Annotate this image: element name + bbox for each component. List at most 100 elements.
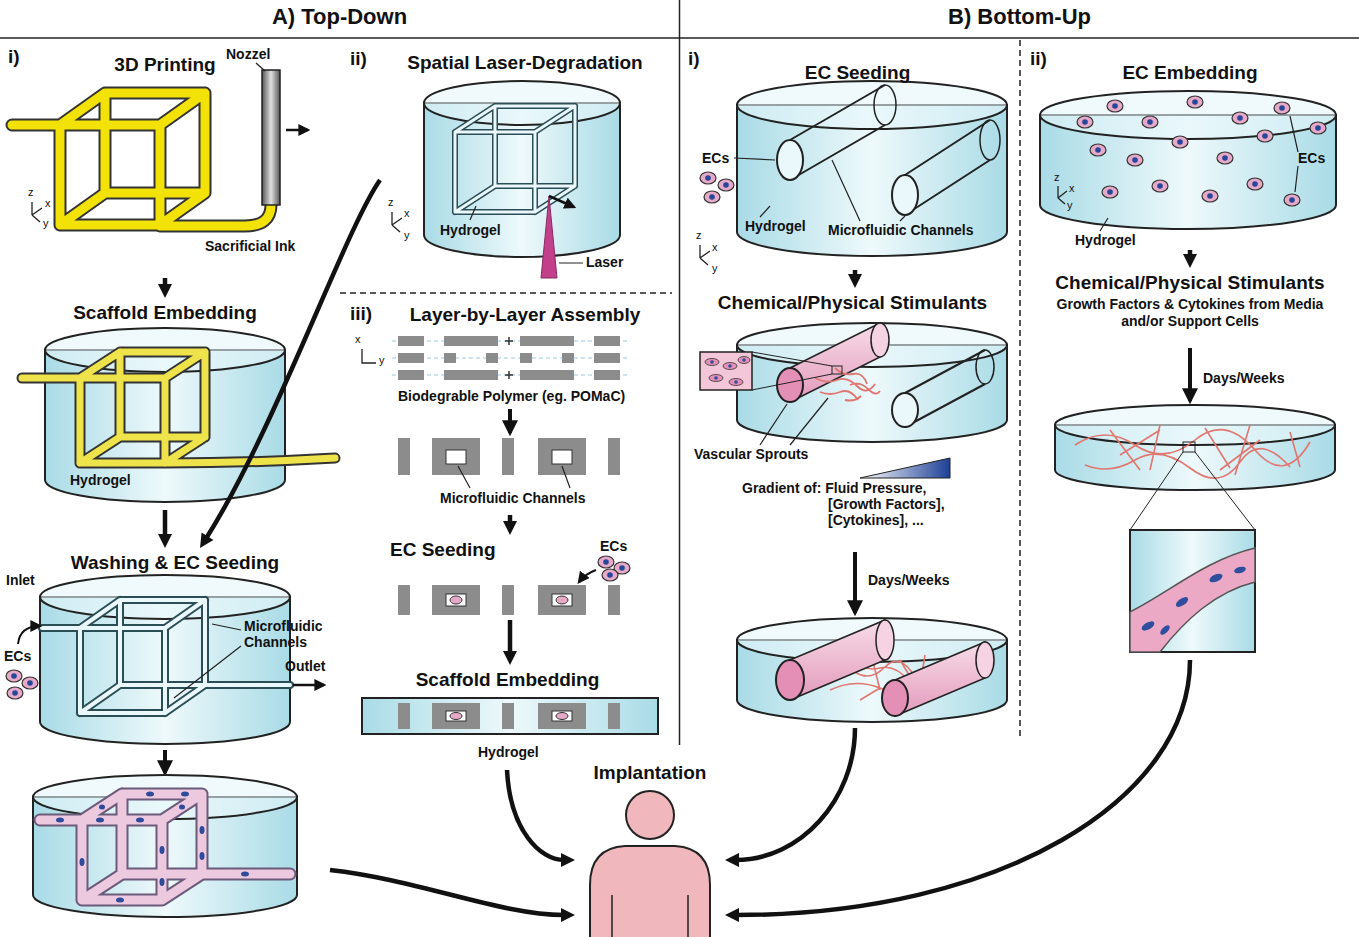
connector-line [736, 660, 1190, 915]
network-gel [1130, 452, 1255, 530]
layer-assembly [520, 353, 532, 363]
sprouting-gel [777, 368, 803, 402]
layer-assembly [398, 336, 424, 346]
step-node: Scaffold Embedding [345, 665, 670, 770]
vascularized-scaffold [200, 826, 205, 834]
layer-assembly [538, 438, 586, 475]
vascularized-scaffold [181, 792, 189, 797]
network-gel [1208, 572, 1224, 584]
sprouting-gel [714, 376, 718, 380]
ec-seeding-gel [700, 81, 1007, 265]
flow-arrow [1183, 250, 1197, 268]
axis-label: z [388, 196, 394, 209]
arrow-head [158, 534, 172, 548]
ec-seeding-gel [980, 120, 1000, 160]
laser-degradation-gel [455, 106, 575, 212]
ec-seeding-gel [790, 85, 990, 215]
layer-assembly [444, 370, 498, 380]
divider-lines [679, 0, 681, 745]
vascularized-scaffold [40, 794, 290, 900]
sprouting-gel [860, 458, 950, 478]
layer-assembly [502, 585, 514, 615]
network-gel [1140, 566, 1246, 637]
layer-assembly [556, 713, 568, 720]
layer-assembly [502, 438, 514, 475]
connector-line [508, 620, 513, 654]
ec-embedding-gel [1100, 116, 1298, 231]
ec-embedding-gel [1172, 136, 1188, 148]
step-title: Implantation [594, 762, 707, 784]
vascularized-scaffold [56, 818, 64, 823]
ec-seeding-gel [737, 81, 1007, 129]
layer-assembly [450, 596, 462, 604]
printed-scaffold [12, 63, 308, 226]
step-title: Chemical/Physical Stimulants [718, 292, 987, 314]
layer-assembly [398, 438, 410, 475]
callout-label: Days/Weeks [1203, 370, 1284, 386]
laser-degradation-gel [455, 106, 575, 212]
printed-scaffold [12, 93, 271, 226]
vascularized-gel [737, 618, 1007, 722]
washing-seeding-gel [163, 750, 167, 773]
layer-assembly [552, 450, 572, 464]
layer-assembly [446, 594, 466, 606]
axis-label: y [404, 229, 410, 242]
vascularized-scaffold [33, 775, 297, 917]
sprouting-gel [871, 323, 889, 357]
layer-assembly [432, 585, 480, 615]
arrow-head [848, 274, 862, 288]
arrow-head [503, 651, 517, 665]
flow-arrow [158, 278, 172, 298]
step-title: 3D Printing [114, 54, 215, 76]
ec-embedding-gel [1187, 96, 1203, 108]
ec-embedding-gel [1040, 91, 1336, 401]
layer-assembly [608, 703, 620, 729]
step-title: Washing & EC Seeding [71, 552, 279, 574]
network-gel [1130, 530, 1255, 652]
axis-label: x [45, 197, 51, 210]
callout-label: Vascular Sprouts [694, 446, 808, 462]
vascularized-gel [876, 620, 894, 660]
washing-seeding-gel [42, 600, 290, 713]
callout-label: Gradient of: Fluid Pressure, [Growth Fac… [742, 480, 967, 528]
sprouting-gel [892, 393, 918, 427]
scaffold-embedding-gel [22, 352, 335, 463]
ec-seeding-gel [718, 179, 734, 191]
human-figure [590, 791, 710, 937]
flow-arrow [158, 510, 172, 548]
layer-assembly [608, 438, 620, 475]
layer-assembly [520, 336, 574, 346]
sprouting-gel [709, 375, 723, 382]
layer-assembly [398, 336, 620, 380]
step-node: EC Seeding [385, 535, 640, 620]
layer-assembly [505, 337, 513, 379]
sprouting-gel [705, 359, 719, 366]
layer-assembly [444, 336, 498, 346]
step-title: EC Seeding [390, 539, 496, 561]
printed-scaffold [32, 202, 42, 222]
scaffold-embedding-gel [22, 352, 335, 463]
layer-assembly [579, 570, 596, 582]
step-title: Scaffold Embedding [73, 302, 257, 324]
laser-degradation-gel [392, 212, 402, 232]
step-title: A) Top-Down [272, 4, 407, 30]
axis-label: y [43, 217, 49, 230]
laser-degradation-gel [424, 103, 620, 257]
layer-assembly [502, 703, 514, 729]
vascularized-scaffold [116, 898, 124, 903]
arrow-head [503, 521, 517, 535]
layer-assembly [398, 438, 620, 475]
layer-assembly [446, 450, 466, 464]
ec-embedding-gel [1040, 91, 1336, 139]
layer-assembly [398, 703, 410, 729]
divider-lines [0, 0, 1359, 745]
laser-degradation-gel [392, 81, 620, 278]
sprouting-gel [976, 350, 994, 384]
printed-scaffold [12, 93, 271, 226]
callout-label: Microfluidic Channels [440, 490, 585, 506]
vascularized-scaffold [160, 846, 165, 854]
flow-arrow [725, 728, 855, 867]
part-number: i) [688, 48, 700, 70]
axis-label: y [712, 262, 718, 275]
axis-label: x [404, 207, 410, 220]
